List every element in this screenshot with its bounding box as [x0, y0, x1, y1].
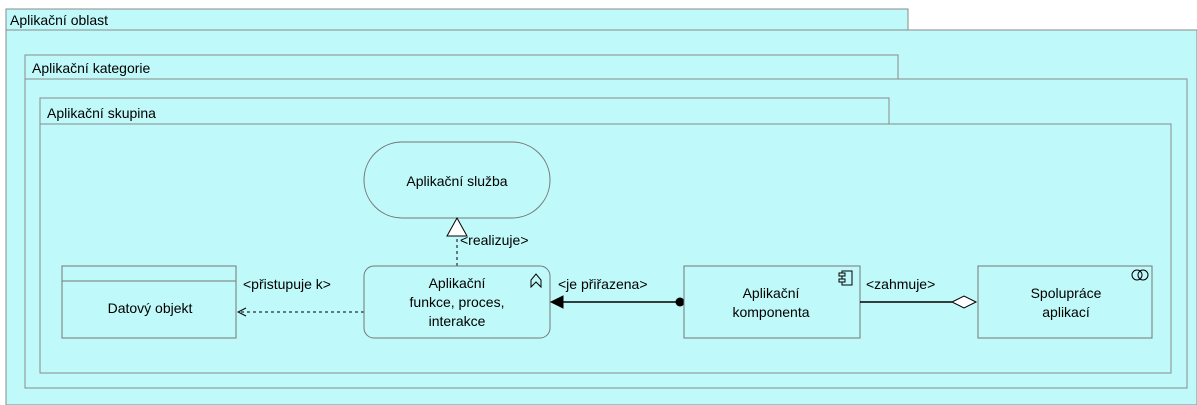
- realization-triangle-icon: [446, 216, 468, 237]
- relation-zahrnuje[interactable]: <zahmuje>: [860, 276, 978, 309]
- function-chevron-icon: [530, 273, 542, 289]
- pristupuje-label: <přistupuje k>: [243, 276, 331, 292]
- funkce-label-line-1: Aplikační: [429, 275, 486, 291]
- assignment-arrow-icon: [549, 295, 564, 309]
- relation-realizuje[interactable]: <realizuje>: [446, 216, 529, 266]
- node-spoluprace-aplikaci[interactable]: Spolupráce aplikací: [977, 265, 1153, 339]
- realizuje-label: <realizuje>: [460, 232, 529, 248]
- zahrnuje-label: <zahmuje>: [866, 276, 935, 292]
- container-skupina-label: Aplikační skupina: [47, 105, 156, 121]
- node-aplikacni-funkce[interactable]: Aplikační funkce, proces, interakce: [363, 265, 551, 339]
- prirazena-label: <je přiřazena>: [558, 276, 648, 292]
- assignment-dot-icon: [675, 297, 685, 307]
- datovy-objekt-label: Datový objekt: [108, 300, 193, 316]
- spoluprace-label-line-2: aplikací: [1042, 304, 1090, 320]
- relation-pristupuje[interactable]: <přistupuje k>: [238, 276, 364, 312]
- komponenta-label-line-2: komponenta: [732, 304, 809, 320]
- collaboration-icon: [1131, 269, 1149, 281]
- sluzba-label: Aplikační služba: [406, 173, 507, 189]
- spoluprace-label-line-1: Spolupráce: [1031, 285, 1102, 301]
- komponenta-label-line-1: Aplikační: [743, 285, 800, 301]
- component-icon: [838, 270, 853, 286]
- node-aplikacni-komponenta[interactable]: Aplikační komponenta: [683, 265, 861, 339]
- node-aplikacni-sluzba[interactable]: Aplikační služba: [363, 141, 551, 219]
- container-oblast-label: Aplikační oblast: [10, 12, 108, 28]
- aggregation-diamond-icon: [950, 295, 978, 309]
- funkce-label-line-2: funkce, proces,: [410, 294, 505, 310]
- container-kategorie-label: Aplikační kategorie: [32, 60, 151, 76]
- relation-je-prirazena[interactable]: <je přiřazena>: [549, 276, 685, 309]
- node-datovy-objekt[interactable]: Datový objekt: [61, 265, 237, 339]
- funkce-label-line-3: interakce: [429, 313, 486, 329]
